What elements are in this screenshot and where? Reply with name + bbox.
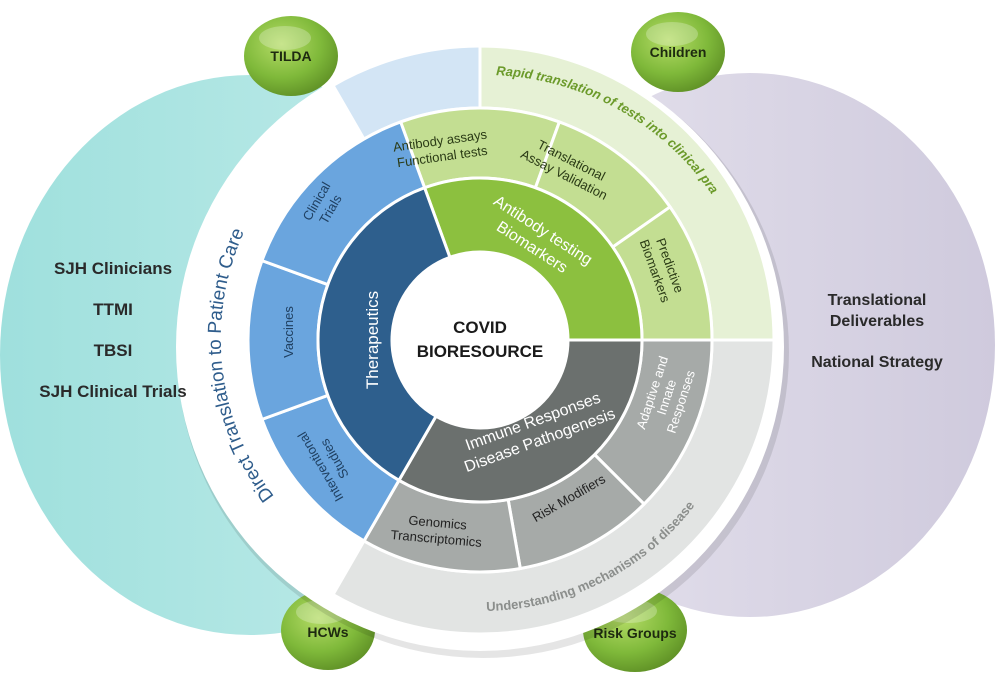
satellite-hcws-label: HCWs — [307, 624, 348, 640]
satellite-children: Children — [631, 12, 725, 92]
theme-therapeutics: Therapeutics — [363, 291, 382, 389]
right-group-list: Translational Deliverables National Stra… — [792, 290, 962, 373]
left-group-list: SJH Clinicians TTMI TBSI SJH Clinical Tr… — [18, 258, 208, 422]
subtheme-vaccines: Vaccines — [281, 306, 296, 358]
right-item-national-strategy: National Strategy — [811, 354, 943, 371]
satellite-risk-groups-label: Risk Groups — [593, 625, 676, 641]
satellite-tilda: TILDA — [244, 16, 338, 96]
satellite-children-label: Children — [650, 44, 707, 60]
left-item-ttmi: TTMI — [93, 300, 133, 319]
right-item-deliverables: Deliverables — [829, 313, 925, 330]
left-item-sjh-clinicians: SJH Clinicians — [53, 259, 173, 278]
subtheme-genomics-line1: Genomics — [408, 513, 468, 533]
center-label-line2: BIORESOURCE — [417, 342, 544, 361]
left-item-tbsi: TBSI — [93, 341, 133, 360]
left-item-sjh-clinical-trials: SJH Clinical Trials — [39, 382, 187, 401]
center-label-line1: COVID — [453, 318, 507, 337]
right-item-translational: Translational — [827, 292, 927, 309]
center-circle — [392, 252, 568, 428]
satellite-tilda-label: TILDA — [270, 48, 311, 64]
